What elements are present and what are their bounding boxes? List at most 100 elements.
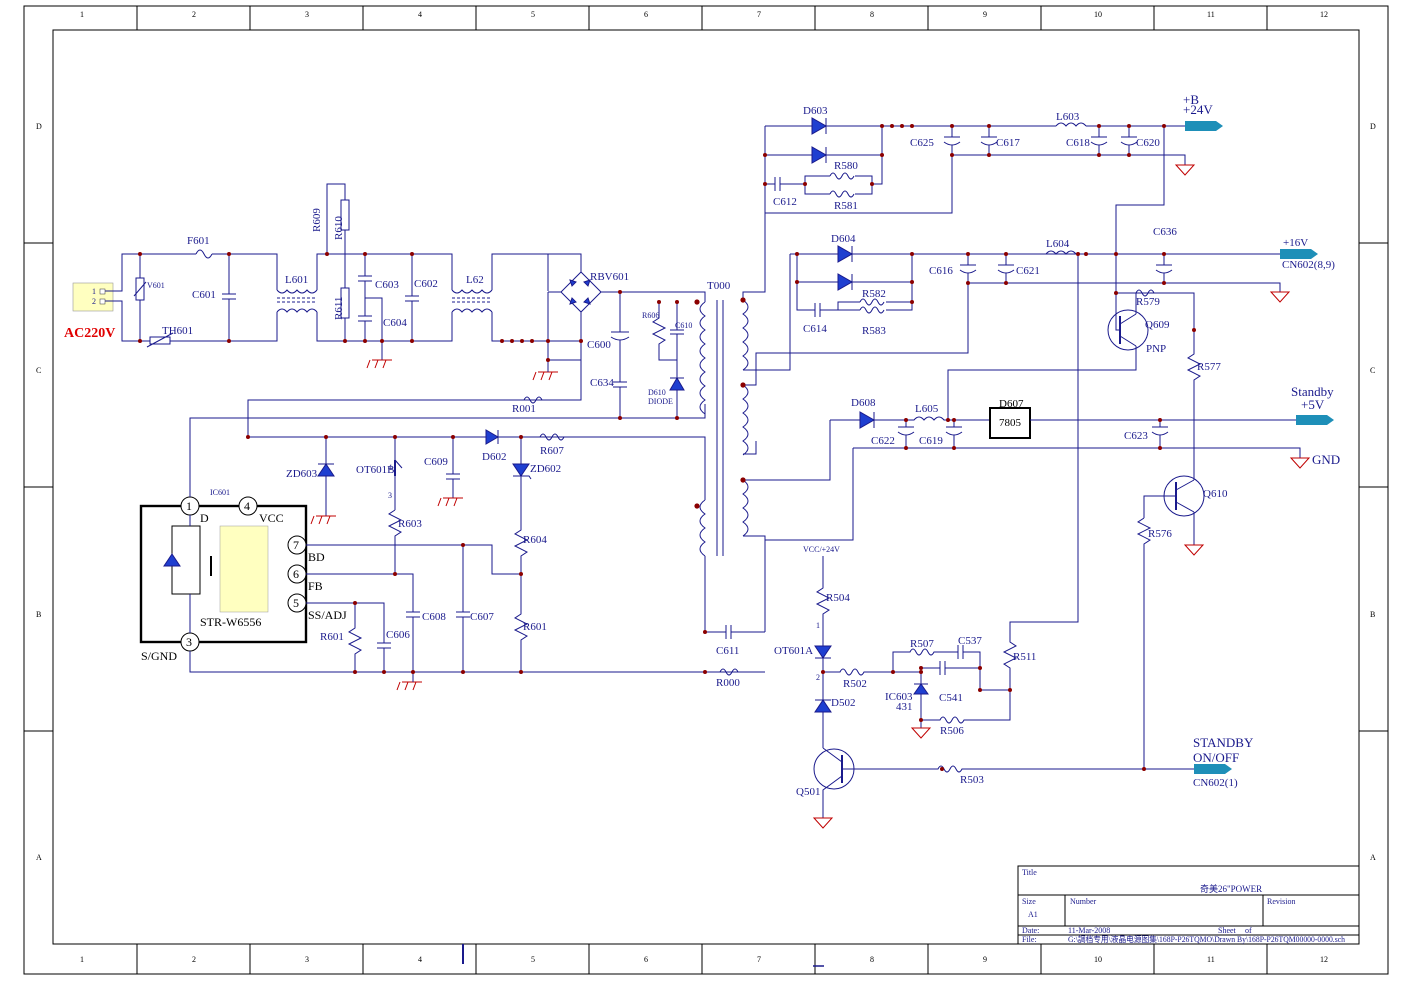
col-label: 10 (1094, 955, 1102, 964)
label-r607: R607 (540, 445, 564, 457)
label-f601: F601 (187, 235, 210, 247)
label-th601: TH601 (162, 325, 193, 337)
col-label: 9 (983, 10, 987, 19)
connector-plus16v (1280, 249, 1318, 259)
label-r001: R001 (512, 403, 536, 415)
label-c602: C602 (414, 278, 438, 290)
row-label: B (1370, 610, 1375, 619)
title-value: 奇美26"POWER (1200, 883, 1262, 894)
label-c541: C541 (939, 692, 963, 704)
label-ic603: IC603 (885, 691, 913, 703)
label-d604: D604 (831, 233, 856, 245)
connector-plus24v (1185, 121, 1223, 131)
opto-pin2: 2 (816, 673, 820, 682)
label-r580: R580 (834, 160, 858, 172)
label-r506: R506 (940, 725, 964, 737)
ic601-pin6-name: FB (308, 579, 323, 593)
label-c618: C618 (1066, 137, 1090, 149)
label-gnd: GND (1312, 452, 1340, 467)
col-label: 7 (757, 10, 761, 19)
label-r000: R000 (716, 677, 740, 689)
label-c621: C621 (1016, 265, 1040, 277)
label-d502: D502 (831, 697, 855, 709)
title-block: Title 奇美26"POWER Size A1 Number Revision… (1017, 865, 1360, 945)
col-label: 6 (644, 955, 648, 964)
junction-dots (138, 124, 1196, 771)
label-r603: R603 (398, 518, 422, 530)
ic601-pin5: 5 (293, 596, 299, 610)
ac-connector-pin2: 2 (92, 297, 96, 306)
label-r604: R604 (523, 534, 547, 546)
sheet-label: Sheet (1218, 926, 1237, 935)
date-value: 11-Mar-2008 (1068, 926, 1110, 935)
ic601-pin4: 4 (244, 499, 250, 513)
label-c625: C625 (910, 137, 934, 149)
label-ic601: IC601 (210, 488, 230, 497)
col-label: 9 (983, 955, 987, 964)
opto-pin3: 3 (388, 491, 392, 500)
label-r577: R577 (1197, 361, 1221, 373)
ic601-name: STR-W6556 (200, 615, 261, 629)
label-diode: DIODE (648, 397, 673, 406)
row-label: D (1370, 122, 1376, 131)
label-plus16v: +16V (1283, 237, 1308, 249)
col-label: 2 (192, 10, 196, 19)
opto-pin4: 4 (388, 463, 392, 472)
label-r502: R502 (843, 678, 867, 690)
size-label: Size (1022, 897, 1036, 906)
label-zd602: ZD602 (530, 463, 561, 475)
revision-label: Revision (1267, 897, 1295, 906)
ic601-pin3: 3 (186, 635, 192, 649)
label-sgnd: S/GND (141, 649, 177, 663)
label-ot601a: OT601A (774, 645, 813, 657)
choke-l601 (276, 289, 318, 313)
label-r609: R609 (311, 208, 323, 232)
label-c622: C622 (871, 435, 895, 447)
ic601-pin1-name: D (200, 511, 209, 525)
secondary-circuit: D603 R580 C612 R581 C625 C617 L603 C618 … (742, 92, 1340, 829)
label-cn602-89: CN602(8,9) (1282, 259, 1335, 271)
label-c612: C612 (773, 196, 797, 208)
col-label: 3 (305, 955, 309, 964)
label-l62: L62 (466, 274, 484, 286)
label-c604: C604 (383, 317, 407, 329)
col-label: 8 (870, 955, 874, 964)
label-r606: R606 (642, 311, 659, 320)
file-value: G:\調档专用\液晶电源图集\168P-P26TQMO\Drawn By\168… (1068, 934, 1345, 944)
label-r507: R507 (910, 638, 934, 650)
label-standby: Standby (1291, 384, 1334, 399)
label-c617: C617 (996, 137, 1020, 149)
label-l605: L605 (915, 403, 939, 415)
label-l601: L601 (285, 274, 308, 286)
label-ot601b: OT601B (356, 464, 395, 476)
label-c620: C620 (1136, 137, 1160, 149)
label-c600: C600 (587, 339, 611, 351)
choke-l62 (451, 289, 493, 313)
label-c608: C608 (422, 611, 446, 623)
label-t000: T000 (707, 280, 731, 292)
label-c619: C619 (919, 435, 943, 447)
label-c601: C601 (192, 289, 216, 301)
thermistor-th601 (149, 336, 171, 345)
label-c603: C603 (375, 279, 399, 291)
row-label: A (1370, 853, 1376, 862)
col-label: 11 (1207, 10, 1215, 19)
row-label: A (36, 853, 42, 862)
label-q610: Q610 (1203, 488, 1228, 500)
label-r503: R503 (960, 774, 984, 786)
label-q609: Q609 (1145, 319, 1170, 331)
label-d602: D602 (482, 451, 506, 463)
ic601-die (219, 525, 269, 613)
label-cn602-1: CN602(1) (1193, 777, 1238, 789)
row-label: B (36, 610, 41, 619)
col-label: 12 (1320, 955, 1328, 964)
label-r581: R581 (834, 200, 858, 212)
label-c537: C537 (958, 635, 982, 647)
label-r610: R610 (333, 216, 345, 240)
label-r576: R576 (1148, 528, 1172, 540)
label-c611: C611 (716, 645, 739, 657)
ac-connector-pin1: 1 (92, 287, 96, 296)
col-label: 3 (305, 10, 309, 19)
label-vcc24: VCC/+24V (803, 545, 840, 554)
